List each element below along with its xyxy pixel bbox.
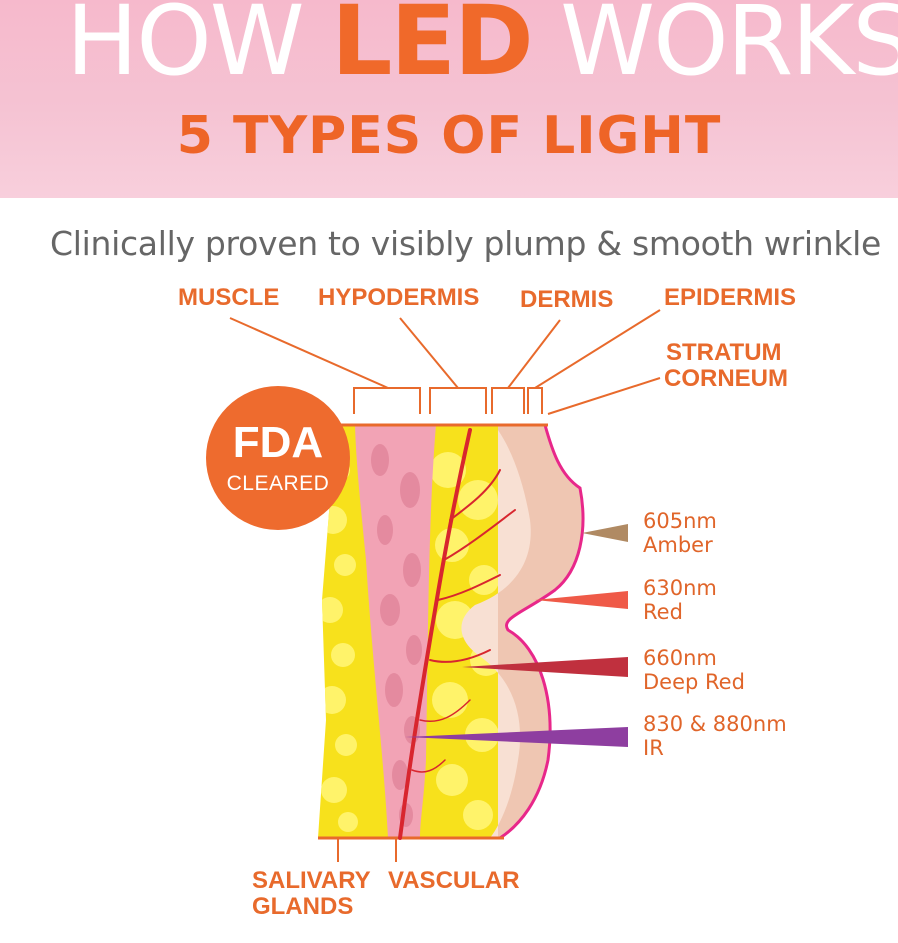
cleared-text: CLEARED: [226, 472, 330, 495]
dermis-bracket: [491, 387, 525, 414]
fda-badge: FDA CLEARED: [206, 386, 350, 530]
hypodermis-bracket: [429, 387, 487, 414]
light-ir-name: IR: [643, 736, 664, 760]
epidermis-outline: [499, 424, 585, 840]
title-highlight: LED: [331, 0, 533, 97]
light-beam-red: [535, 591, 628, 609]
light-beams: [405, 524, 628, 747]
page-title: HOW LED WORKS: [0, 0, 898, 96]
label-epidermis: EPIDERMIS: [664, 284, 797, 311]
label-glands: GLANDS: [252, 893, 354, 920]
epidermis-bracket: [527, 387, 543, 414]
fat-cells: [318, 452, 498, 832]
label-muscle: MUSCLE: [178, 284, 280, 311]
tagline: Clinically proven to visibly plump & smo…: [50, 224, 882, 263]
light-amber-wavelength: 605nm: [643, 509, 717, 533]
label-corneum: CORNEUM: [664, 365, 788, 392]
header-banner: HOW LED WORKS 5 TYPES OF LIGHT: [0, 0, 898, 198]
light-deep-red-name: Deep Red: [643, 670, 745, 694]
stratum-leader: [547, 377, 661, 415]
light-beam-ir: [405, 727, 628, 747]
fda-text: FDA: [232, 418, 324, 467]
epidermis-leader: [534, 309, 661, 389]
dermis-leader: [507, 319, 561, 389]
light-amber-name: Amber: [643, 533, 713, 557]
light-beam-deep-red: [462, 657, 628, 677]
muscle-bracket: [353, 387, 421, 414]
label-vascular: VASCULAR: [388, 867, 520, 894]
light-deep-red-wavelength: 660nm: [643, 646, 717, 670]
muscle-leader: [229, 317, 389, 389]
hypodermis-leader: [399, 317, 459, 389]
label-hypodermis: HYPODERMIS: [318, 284, 480, 311]
light-beam-amber: [582, 524, 628, 542]
light-red-wavelength: 630nm: [643, 576, 717, 600]
blood-vessels: [398, 428, 516, 840]
label-salivary: SALIVARY: [252, 867, 371, 894]
label-dermis: DERMIS: [520, 286, 614, 313]
light-ir-wavelength: 830 & 880nm: [643, 712, 787, 736]
light-red-name: Red: [643, 600, 683, 624]
page-subtitle: 5 TYPES OF LIGHT: [176, 106, 722, 166]
label-stratum: STRATUM: [666, 339, 782, 366]
layer-brackets: [229, 309, 661, 862]
